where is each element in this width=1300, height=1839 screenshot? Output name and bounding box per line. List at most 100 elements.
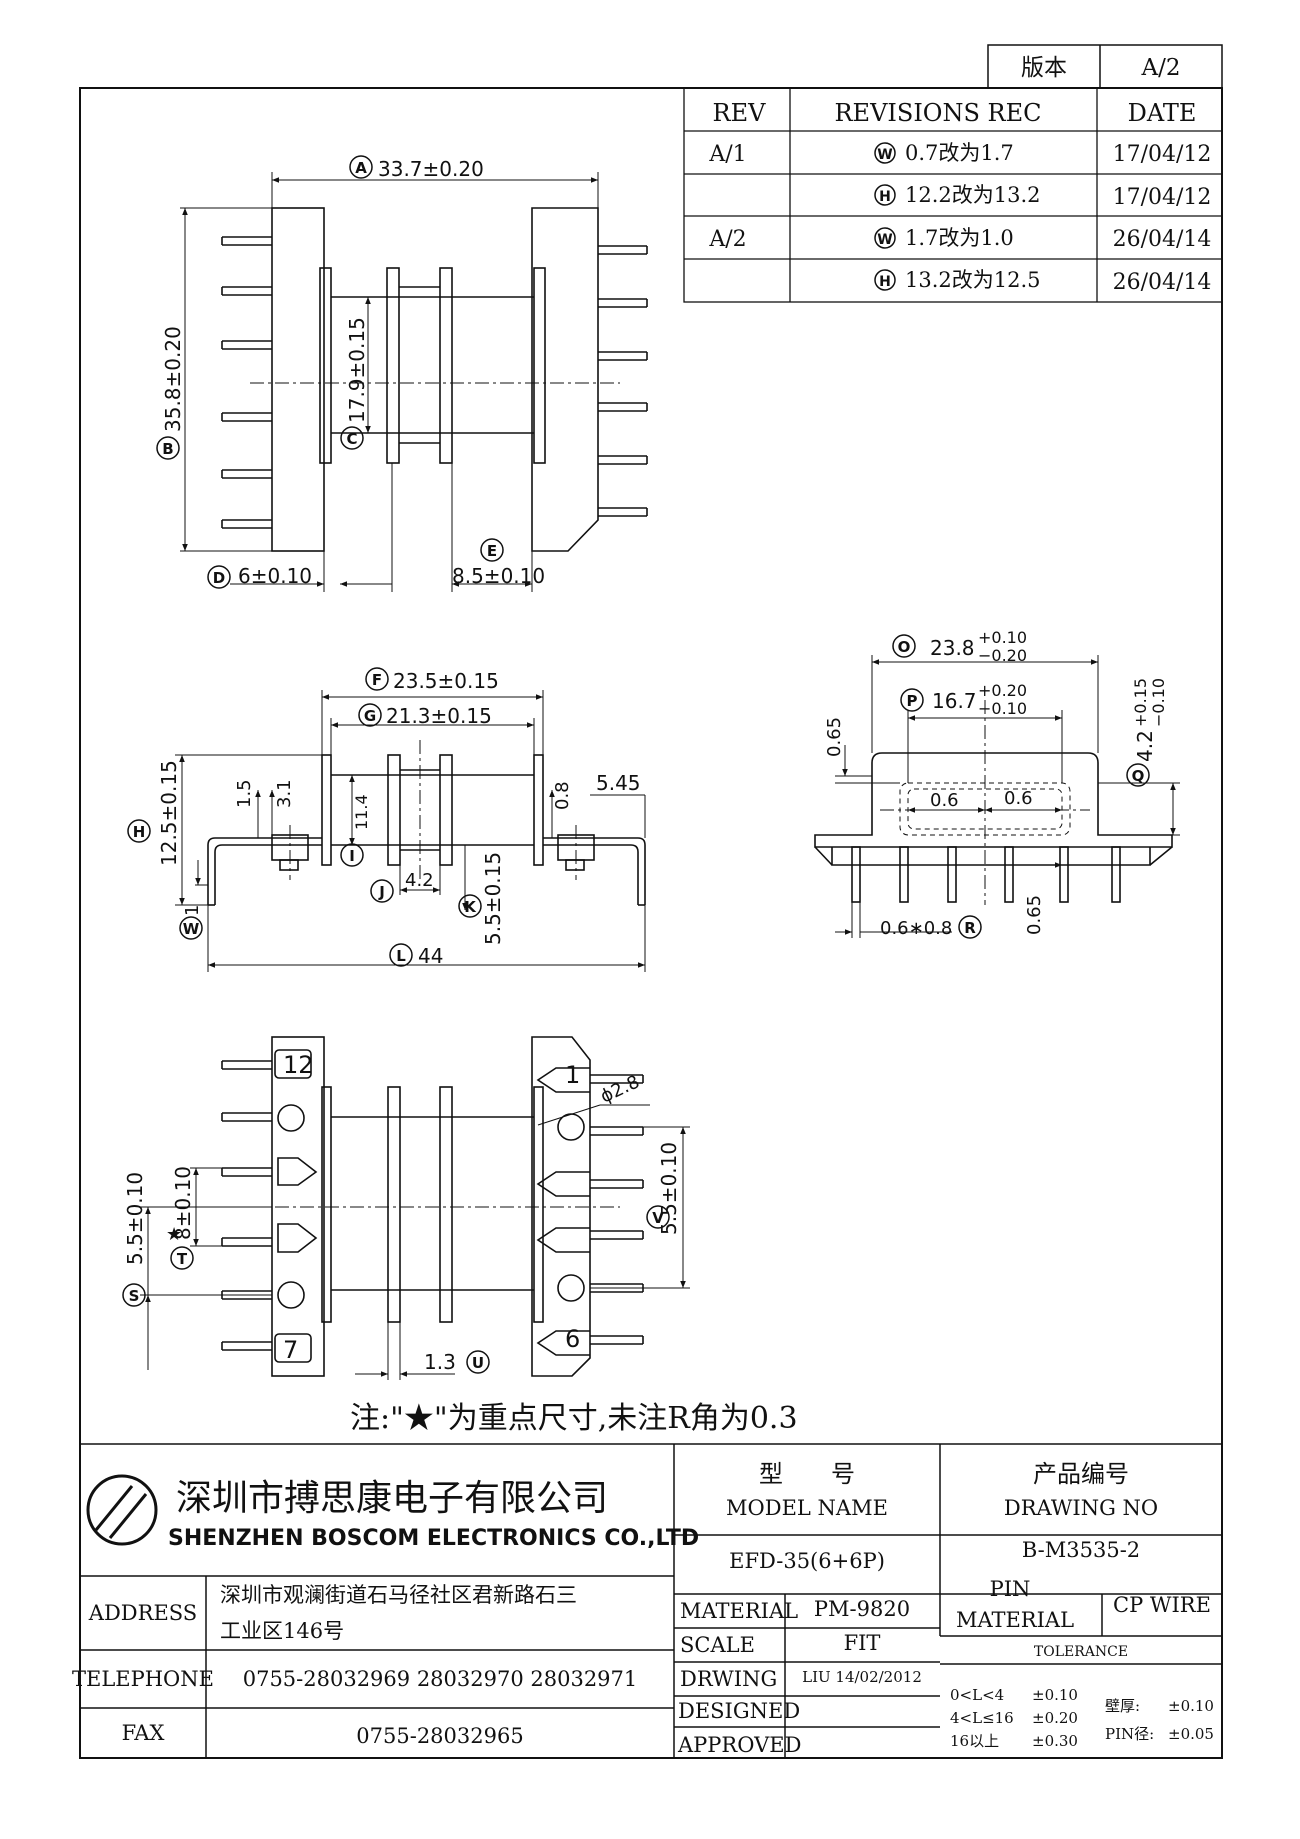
dim-G: 21.3±0.15 (386, 704, 492, 728)
company-name-en: SHENZHEN BOSCOM ELECTRONICS CO.,LTD (168, 1526, 699, 1551)
wall-value: ±0.10 (1168, 1697, 1214, 1715)
designed-label: DESIGNED (678, 1699, 800, 1723)
dim-O-base: 23.8 (930, 636, 975, 660)
svg-text:D: D (213, 569, 225, 587)
rev-date: 26/04/14 (1113, 227, 1212, 252)
dim-W: 1 (182, 905, 203, 916)
svg-text:H: H (133, 823, 146, 841)
end-view-centerlines (880, 700, 1090, 905)
tol-range-1: 0<L<4 (950, 1686, 1004, 1704)
bottom-view-dims (140, 1104, 690, 1380)
rev-text: 13.2改为12.5 (905, 268, 1041, 292)
revisions-rec-header: REVISIONS REC (834, 99, 1041, 127)
dim-K: 5.5±0.15 (481, 852, 505, 945)
drawing-no-label-cn: 产品编号 (1033, 1460, 1129, 1488)
tol-value-1: ±0.10 (1032, 1686, 1078, 1704)
dim-U: 1.3 (424, 1350, 456, 1374)
svg-text:T: T (177, 1250, 188, 1268)
dim-0-6-a: 0.6 (930, 790, 959, 811)
dim-A: 33.7±0.20 (378, 157, 484, 181)
revision-row: H 12.2改为13.2 17/04/12 (874, 183, 1212, 210)
rev-date: 17/04/12 (1113, 185, 1212, 210)
version-label: 版本 (1021, 55, 1067, 81)
dim-D: 6±0.10 (238, 564, 312, 588)
dim-P-plus: +0.20 (978, 681, 1027, 700)
date-header: DATE (1128, 99, 1197, 127)
svg-text:W: W (183, 920, 200, 938)
rev-mark: W (877, 147, 892, 163)
dim-0-65-b: 0.65 (1024, 895, 1045, 935)
dim-0-8: 0.8 (552, 781, 573, 810)
drawing-value: LIU 14/02/2012 (802, 1668, 922, 1686)
rev-mark: H (879, 274, 891, 290)
svg-text:I: I (349, 847, 355, 865)
rev-mark: W (877, 232, 892, 248)
version-value: A/2 (1141, 55, 1181, 81)
address-label: ADDRESS (88, 1601, 197, 1625)
top-view-dims (180, 172, 599, 592)
dim-3-1: 3.1 (274, 779, 295, 808)
address-line-1: 深圳市观澜街道石马径社区君新路石三 (220, 1583, 577, 1607)
telephone-value: 0755-28032969 28032970 28032971 (243, 1667, 638, 1691)
rev-date: 17/04/12 (1113, 142, 1212, 167)
fax-value: 0755-28032965 (356, 1724, 523, 1748)
tol-value-3: ±0.30 (1032, 1732, 1078, 1750)
dim-5-45: 5.45 (596, 771, 641, 795)
dim-I: 11.4 (352, 794, 371, 830)
scale-value: FIT (844, 1631, 881, 1655)
svg-text:K: K (464, 898, 477, 916)
svg-text:P: P (907, 692, 918, 710)
svg-text:F: F (372, 671, 382, 689)
drawing-frame (79, 87, 1223, 1759)
dim-1-5: 1.5 (234, 779, 255, 808)
rev-mark: H (879, 189, 891, 205)
rev-text: 12.2改为13.2 (905, 183, 1041, 207)
drawing-note: 注:"★"为重点尺寸,未注R角为0.3 (350, 1401, 798, 1436)
pin-dia-value: ±0.05 (1168, 1725, 1214, 1743)
pin-material-label-1: PIN (990, 1577, 1031, 1601)
side-view (207, 754, 646, 906)
dim-H: 12.5±0.15 (157, 760, 181, 866)
svg-text:O: O (898, 638, 911, 656)
material-label: MATERIAL (680, 1599, 798, 1623)
telephone-label: TELEPHONE (72, 1667, 214, 1691)
svg-text:J: J (378, 883, 385, 901)
svg-text:V: V (652, 1209, 664, 1227)
rev-mark-circle (874, 269, 896, 291)
dim-O-minus: −0.20 (978, 646, 1027, 665)
pin-6-label: 6 (565, 1325, 580, 1353)
pin-1-label: 1 (565, 1061, 580, 1089)
svg-text:E: E (487, 542, 497, 560)
dim-O-plus: +0.10 (978, 628, 1027, 647)
revisions-table (683, 87, 1223, 303)
model-label-cn: 型 号 (759, 1460, 855, 1488)
dim-E: 8.5±0.10 (452, 564, 545, 588)
star-T: ★ (166, 1224, 182, 1245)
rev-text: 0.7改为1.7 (905, 141, 1014, 165)
dim-Q-minus: −0.10 (1149, 678, 1168, 727)
dim-0-6-b: 0.6 (1004, 788, 1033, 809)
revision-row: A/2 W 1.7改为1.0 26/04/14 (708, 226, 1211, 252)
dim-Q-plus: +0.15 (1131, 678, 1150, 727)
svg-text:Q: Q (1132, 767, 1145, 785)
tolerance-label: TOLERANCE (1034, 1644, 1128, 1660)
rev-text: 1.7改为1.0 (905, 226, 1014, 250)
side-view-centerlines (289, 740, 577, 880)
material-value: PM-9820 (814, 1597, 910, 1621)
dim-Q-base: 4.2 (1133, 730, 1157, 762)
dim-R: 0.6∗0.8 (880, 918, 952, 939)
side-view-dims (175, 690, 646, 972)
approved-label: APPROVED (677, 1733, 801, 1757)
svg-text:L: L (396, 947, 406, 965)
svg-text:A: A (355, 159, 367, 177)
drawing-no-value: B-M3535-2 (1022, 1538, 1140, 1562)
dim-C: 17.9±0.15 (345, 317, 369, 423)
tol-range-3: 16以上 (950, 1732, 999, 1750)
dim-V: 5.5±0.10 (657, 1142, 681, 1235)
address-line-2: 工业区146号 (220, 1619, 344, 1643)
company-logo (86, 1474, 158, 1546)
drawing-label: DRWING (680, 1667, 777, 1691)
dim-0-65-a: 0.65 (824, 717, 845, 757)
end-view (814, 752, 1173, 903)
